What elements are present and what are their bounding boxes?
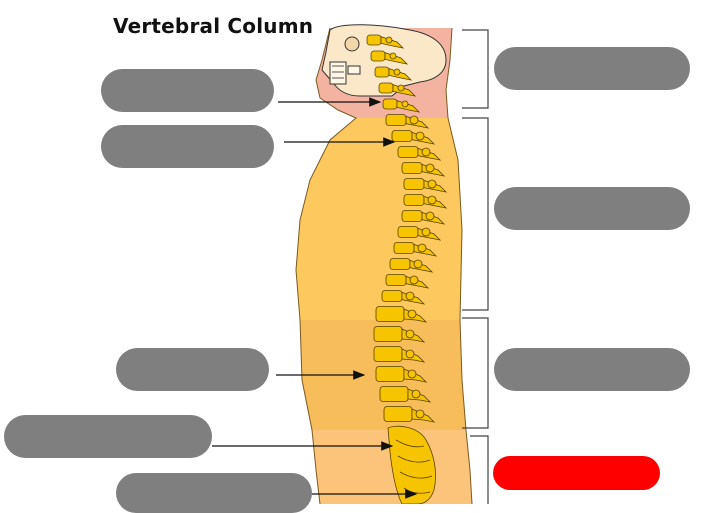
vertebra-body xyxy=(373,326,403,342)
vertebra-facet xyxy=(397,84,405,92)
vertebra-facet xyxy=(413,259,423,269)
vertebra-body xyxy=(389,258,411,270)
vertebra-facet xyxy=(415,131,425,141)
vertebra-facet xyxy=(409,115,419,125)
vertebra-body xyxy=(370,50,386,62)
vertebra-body xyxy=(379,386,409,402)
vertebra-body xyxy=(373,346,403,362)
vertebra-body xyxy=(385,114,407,126)
bracket-lumbar xyxy=(462,317,489,429)
label-box-sacrum[interactable] xyxy=(4,415,212,458)
bracket-sacral xyxy=(470,435,489,504)
vertebra-facet xyxy=(393,68,401,76)
diagram-title: Vertebral Column xyxy=(113,14,314,38)
vertebra-facet xyxy=(411,389,421,399)
pointer-arrows xyxy=(212,97,418,499)
vertebra-body xyxy=(393,242,415,254)
vertebra-facet xyxy=(405,349,415,359)
bracket-cervical xyxy=(462,29,489,109)
label-box-lumbar-vertebra[interactable] xyxy=(116,348,269,391)
vertebra-facet xyxy=(425,163,435,173)
vertebra-body xyxy=(366,34,382,46)
label-box-thoracic-vertebra[interactable] xyxy=(101,125,274,168)
vertebra-body xyxy=(378,82,394,94)
vertebra-body xyxy=(397,146,419,158)
vertebra-facet xyxy=(409,275,419,285)
vertebra-body xyxy=(383,406,413,422)
vertebra-body xyxy=(375,306,405,322)
label-box-cervical-vertebra[interactable] xyxy=(101,69,274,112)
sacrum-bone xyxy=(387,425,436,504)
label-box-thoracic-region[interactable] xyxy=(494,187,690,230)
vertebra-facet xyxy=(401,100,409,108)
vertebra-body xyxy=(385,274,407,286)
vertebra-body xyxy=(391,130,413,142)
vertebra-facet xyxy=(407,309,417,319)
vertebra-facet xyxy=(427,195,437,205)
vertebra-body xyxy=(381,290,403,302)
label-box-lumbar-region[interactable] xyxy=(494,348,690,391)
label-box-coccyx[interactable] xyxy=(116,473,312,513)
vertebra-body xyxy=(401,162,423,174)
vertebra-facet xyxy=(425,211,435,221)
region-brackets xyxy=(462,29,489,504)
vertebra-body xyxy=(401,210,423,222)
vertebra-facet xyxy=(389,52,397,60)
vertebra-facet xyxy=(421,227,431,237)
vertebra-body xyxy=(375,366,405,382)
label-box-cervical-region[interactable] xyxy=(494,47,690,90)
vertebra-body xyxy=(403,178,425,190)
label-box-sacral-region-highlighted[interactable] xyxy=(493,456,660,490)
vertebra-facet xyxy=(405,291,415,301)
bracket-thoracic xyxy=(462,117,489,311)
vertebra-body xyxy=(403,194,425,206)
vertebra-facet xyxy=(421,147,431,157)
vertebra-body xyxy=(374,66,390,78)
vertebra-facet xyxy=(427,179,437,189)
vertebra-facet xyxy=(415,409,425,419)
vertebra-facet xyxy=(417,243,427,253)
vertebra-facet xyxy=(385,36,393,44)
vertebra-body xyxy=(397,226,419,238)
spine-bones xyxy=(366,34,448,504)
vertebra-facet xyxy=(407,369,417,379)
vertebra-facet xyxy=(405,329,415,339)
vertebra-body xyxy=(382,98,398,110)
